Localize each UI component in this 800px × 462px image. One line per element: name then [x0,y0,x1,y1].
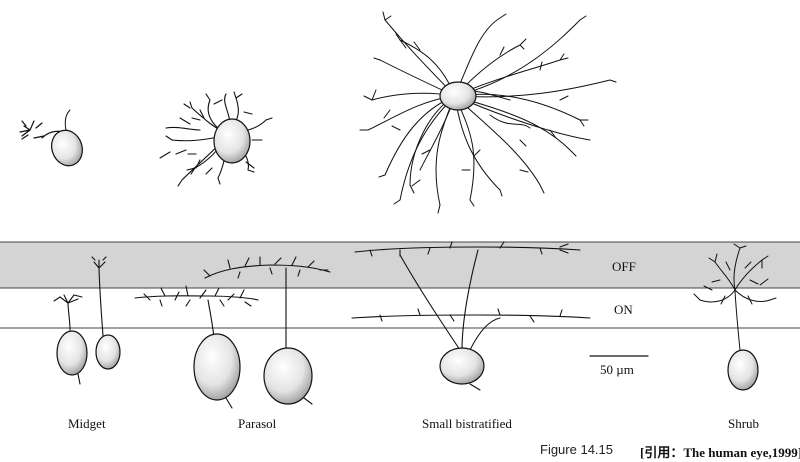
on-layer-label: ON [614,302,633,317]
small-bistratified-flatmount-cell [359,11,617,214]
cell-label-parasol: Parasol [238,416,277,431]
scale-bar-label: 50 µm [600,362,634,377]
off-layer-label: OFF [612,259,636,274]
figure-caption: Figure 14.15 [540,442,613,457]
cell-label-midget: Midget [68,416,106,431]
small-bistratified-vertical-cell [351,241,591,391]
cell-label-shrub: Shrub [728,416,760,431]
shrub-vertical-cell [693,243,777,391]
citation: [引用：The human eye,1999] [640,445,800,460]
cell-label-small-bistratified: Small bistratified [422,416,512,431]
parasol-vertical-cells [134,256,331,409]
parasol-flatmount-cell [159,91,273,187]
midget-vertical-cells [53,256,121,385]
midget-flatmount-cell [19,109,83,167]
